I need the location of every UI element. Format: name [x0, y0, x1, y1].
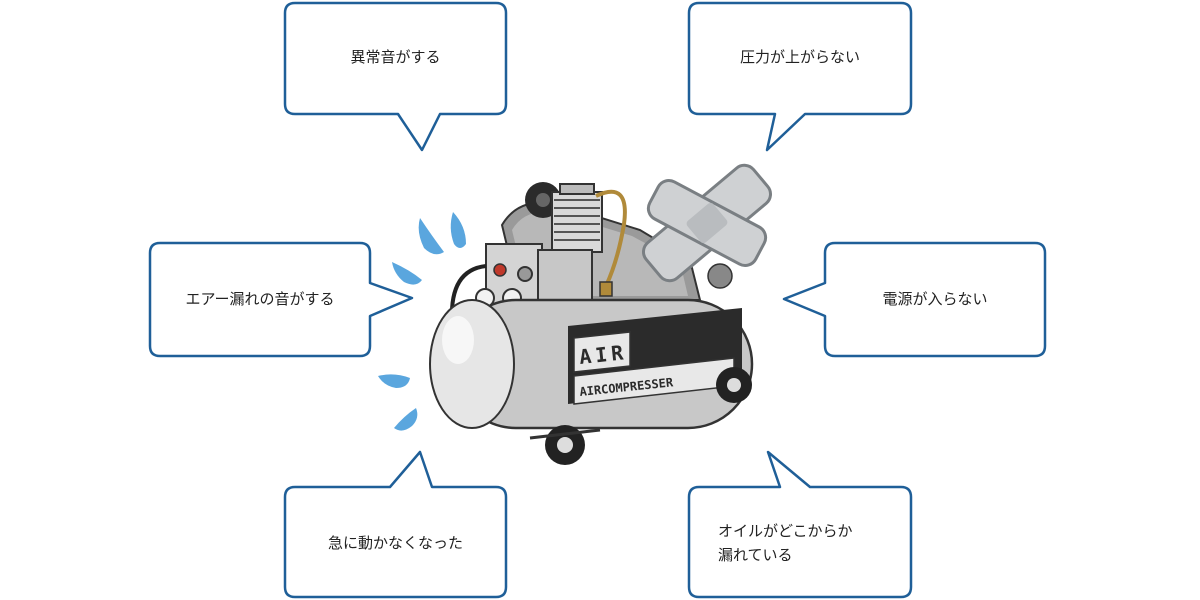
callout-air-leak-sound: エアー漏れの音がする — [185, 290, 335, 308]
callout-oil-leak-line2: 漏れている — [718, 546, 793, 564]
bubble-oil-leak — [687, 450, 913, 599]
bubble-abnormal-noise — [283, 1, 508, 152]
bubble-pressure-not-rising — [687, 1, 913, 152]
callout-oil-leak-line1: オイルがどこからか — [718, 522, 853, 540]
tank-label-big: AIR — [578, 340, 628, 369]
callout-oil-leak: オイルがどこからか 漏れている — [718, 519, 908, 567]
callout-pressure-not-rising: 圧力が上がらない — [739, 48, 860, 66]
compressor-illustration — [429, 182, 754, 465]
splash-icon — [378, 212, 466, 431]
bubble-air-leak-sound — [148, 241, 414, 358]
bubble-sudden-stop — [283, 450, 508, 599]
bubble-power-not-on — [782, 241, 1047, 358]
callout-sudden-stop: 急に動かなくなった — [327, 534, 463, 552]
bandage-icon — [641, 163, 773, 283]
callout-abnormal-noise: 異常音がする — [350, 48, 441, 66]
callout-power-not-on: 電源が入らない — [882, 290, 988, 308]
